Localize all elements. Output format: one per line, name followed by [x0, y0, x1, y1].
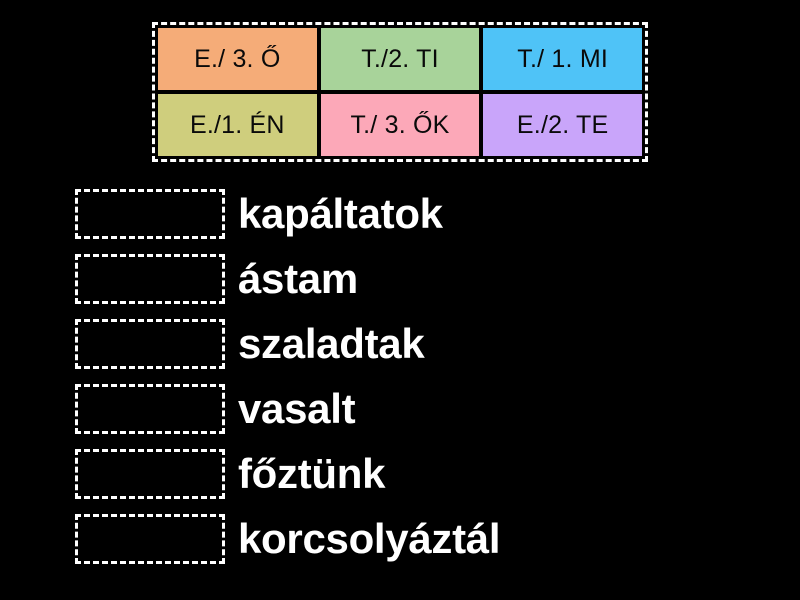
drop-slot-4[interactable] [75, 449, 225, 499]
tile-option-3[interactable]: E./1. ÉN [158, 94, 317, 156]
answer-word: vasalt [238, 385, 356, 432]
tile-label: T./2. TI [361, 44, 439, 73]
answer-word: szaladtak [238, 320, 425, 367]
tile-label: E./1. ÉN [189, 110, 285, 139]
answer-word: korcsolyáztál [238, 515, 501, 562]
answer-word: ástam [238, 255, 358, 302]
answer-list: kapáltatok ástam szaladtak vasalt főztün… [75, 189, 775, 579]
answer-word: kapáltatok [238, 190, 443, 237]
answer-row: kapáltatok [75, 189, 775, 239]
drop-slot-1[interactable] [75, 254, 225, 304]
answer-row: ástam [75, 254, 775, 304]
drop-slot-0[interactable] [75, 189, 225, 239]
tile-option-0[interactable]: E./ 3. Ő [158, 28, 317, 90]
tile-bank: E./ 3. Ő T./2. TI T./ 1. MI E./1. ÉN T./… [152, 22, 648, 162]
tile-option-4[interactable]: T./ 3. ŐK [320, 94, 480, 156]
tile-grid: E./ 3. Ő T./2. TI T./ 1. MI E./1. ÉN T./… [158, 28, 642, 156]
tile-label: T./ 1. MI [517, 44, 609, 73]
answer-row: korcsolyáztál [75, 514, 775, 564]
drop-slot-3[interactable] [75, 384, 225, 434]
tile-label: T./ 3. ŐK [350, 110, 450, 139]
answer-row: szaladtak [75, 319, 775, 369]
answer-word: főztünk [238, 450, 386, 497]
drop-slot-2[interactable] [75, 319, 225, 369]
tile-label: E./2. TE [516, 110, 609, 139]
answer-row: főztünk [75, 449, 775, 499]
answer-row: vasalt [75, 384, 775, 434]
tile-option-2[interactable]: T./ 1. MI [483, 28, 642, 90]
tile-label: E./ 3. Ő [194, 44, 281, 73]
tile-option-1[interactable]: T./2. TI [320, 28, 480, 90]
tile-option-5[interactable]: E./2. TE [483, 94, 642, 156]
drop-slot-5[interactable] [75, 514, 225, 564]
